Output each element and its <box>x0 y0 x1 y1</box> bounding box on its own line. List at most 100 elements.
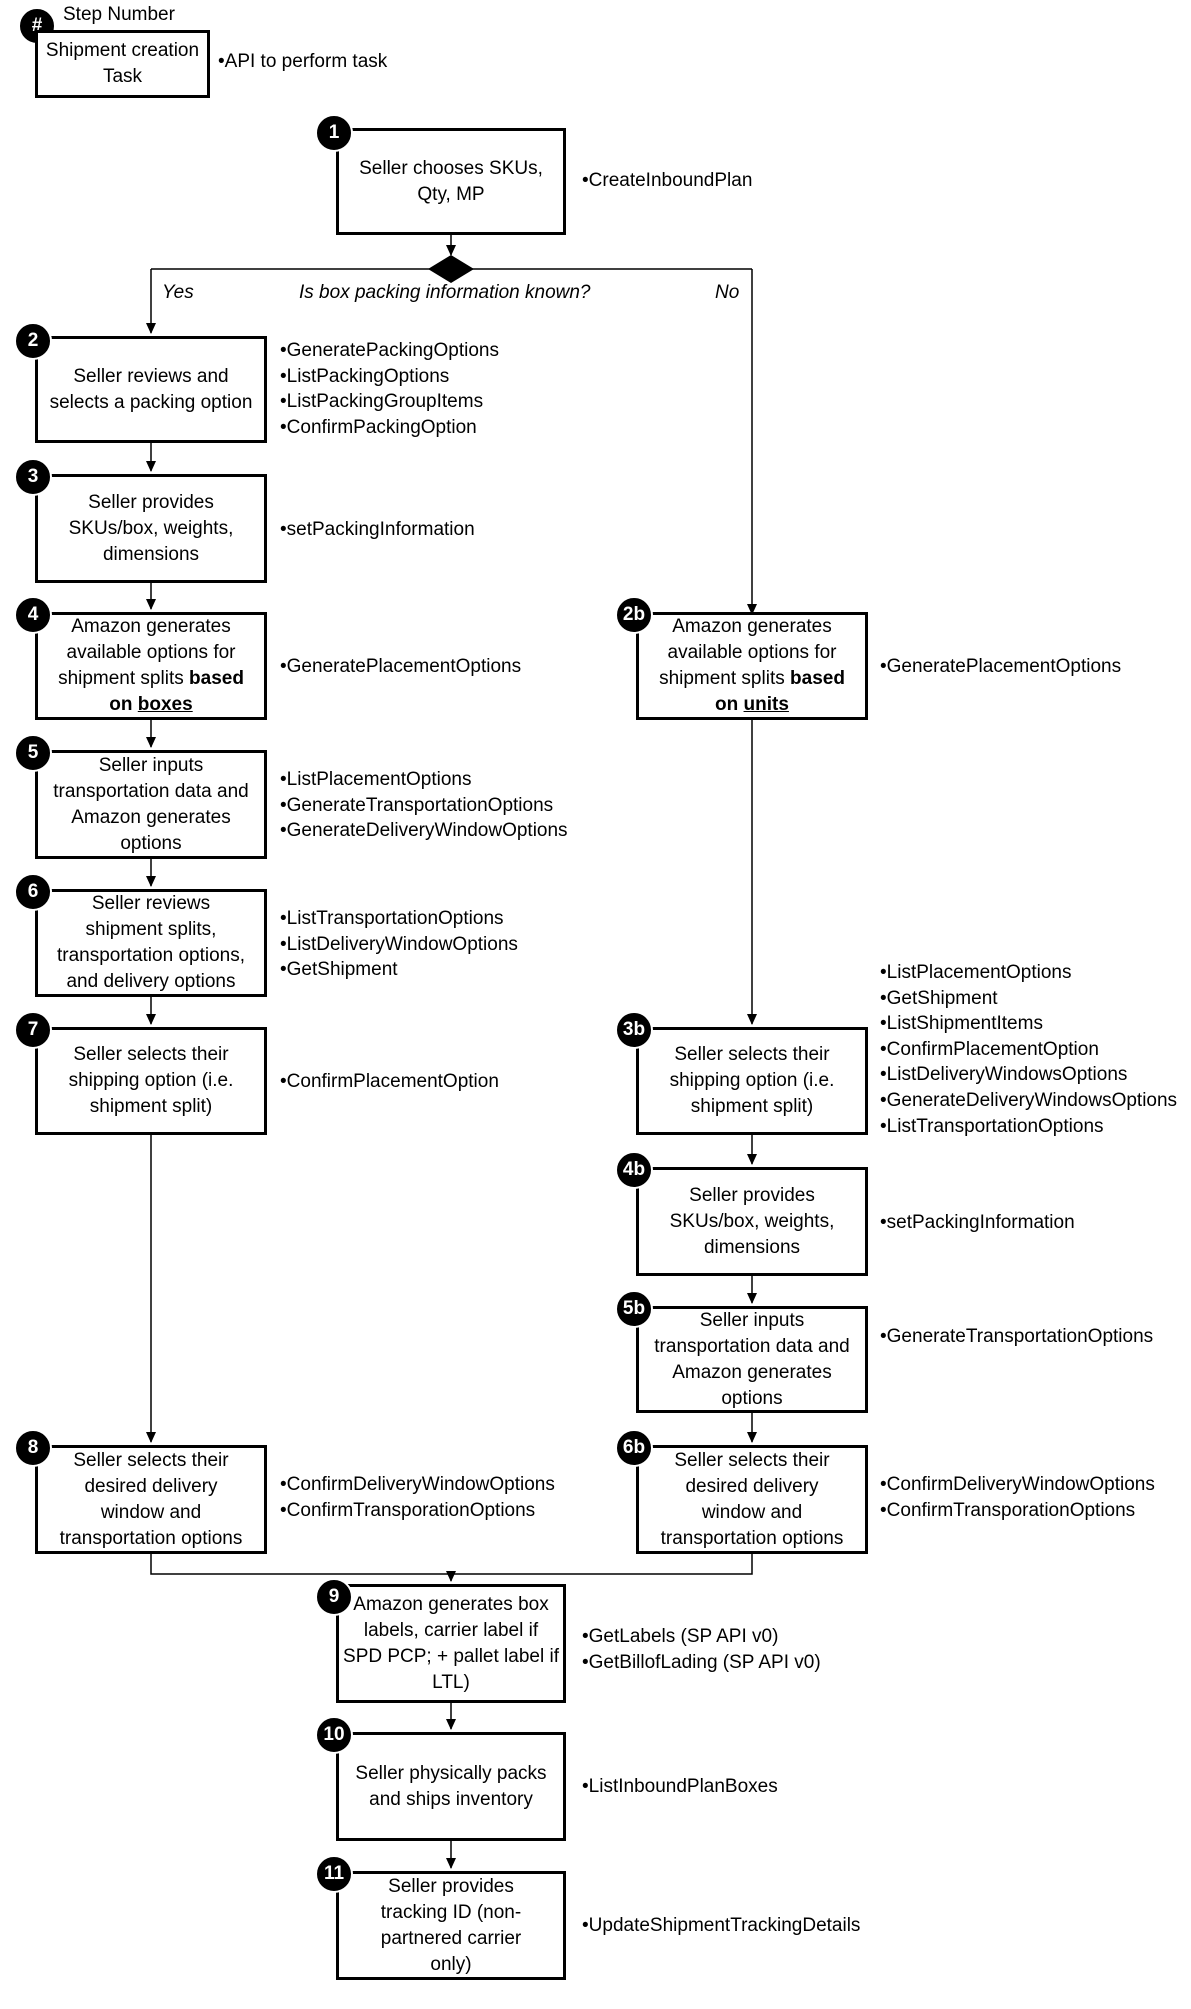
api-item: GetShipment <box>880 986 1177 1012</box>
api-item: ListPackingOptions <box>280 364 499 390</box>
api-item: ConfirmDeliveryWindowOptions <box>280 1472 555 1498</box>
api-item: GetBillofLading (SP API v0) <box>582 1650 821 1676</box>
api-item: CreateInboundPlan <box>582 168 753 194</box>
step-badge-2b: 2b <box>615 596 653 634</box>
decision-yes-label: Yes <box>162 282 194 303</box>
api-list-3b: ListPlacementOptionsGetShipmentListShipm… <box>880 960 1177 1139</box>
step-badge-5: 5 <box>14 734 52 772</box>
api-item: ConfirmPlacementOption <box>880 1037 1177 1063</box>
decision-no-label: No <box>715 282 740 303</box>
api-item: GenerateDeliveryWindowsOptions <box>880 1088 1177 1114</box>
api-list-11: UpdateShipmentTrackingDetails <box>582 1913 861 1939</box>
step-badge-1: 1 <box>315 114 353 152</box>
api-item: ConfirmDeliveryWindowOptions <box>880 1472 1155 1498</box>
api-list-7: ConfirmPlacementOption <box>280 1069 499 1095</box>
api-item: GenerateTransportationOptions <box>280 793 568 819</box>
step-badge-5b: 5b <box>615 1290 653 1328</box>
api-list-2b: GeneratePlacementOptions <box>880 654 1121 680</box>
api-item: GetShipment <box>280 957 518 983</box>
api-item: GenerateDeliveryWindowOptions <box>280 818 568 844</box>
step-badge-6b: 6b <box>615 1429 653 1467</box>
api-item: ListShipmentItems <box>880 1011 1177 1037</box>
api-item: ListTransportationOptions <box>280 906 518 932</box>
legend-step-label: Step Number <box>63 4 175 25</box>
merge-line <box>150 1554 753 1575</box>
api-list-5: ListPlacementOptionsGenerateTransportati… <box>280 767 568 844</box>
step-badge-3b: 3b <box>615 1011 653 1049</box>
api-item: ConfirmTransporationOptions <box>280 1498 555 1524</box>
decision-question: Is box packing information known? <box>299 282 591 303</box>
api-item: ListDeliveryWindowOptions <box>280 932 518 958</box>
step-badge-8: 8 <box>14 1429 52 1467</box>
api-list-2: GeneratePackingOptionsListPackingOptions… <box>280 338 499 440</box>
api-item: GeneratePackingOptions <box>280 338 499 364</box>
api-list-4b: setPackingInformation <box>880 1210 1075 1236</box>
legend-task-label: Shipment creation Task <box>45 40 200 87</box>
api-item: UpdateShipmentTrackingDetails <box>582 1913 861 1939</box>
step-badge-6: 6 <box>14 873 52 911</box>
api-item: GeneratePlacementOptions <box>280 654 521 680</box>
api-list-8: ConfirmDeliveryWindowOptionsConfirmTrans… <box>280 1472 555 1523</box>
step-badge-10: 10 <box>315 1716 353 1754</box>
step-badge-7: 7 <box>14 1011 52 1049</box>
api-item: ListDeliveryWindowsOptions <box>880 1062 1177 1088</box>
api-list-9: GetLabels (SP API v0)GetBillofLading (SP… <box>582 1624 821 1675</box>
api-list-3: setPackingInformation <box>280 517 475 543</box>
api-item: setPackingInformation <box>280 517 475 543</box>
api-item: GeneratePlacementOptions <box>880 654 1121 680</box>
step-badge-11: 11 <box>315 1855 353 1893</box>
decision-diamond <box>428 255 474 283</box>
api-list-5b: GenerateTransportationOptions <box>880 1324 1154 1350</box>
api-item: ListPlacementOptions <box>280 767 568 793</box>
step-badge-3: 3 <box>14 458 52 496</box>
api-item: ListInboundPlanBoxes <box>582 1774 778 1800</box>
step-badge-9: 9 <box>315 1578 353 1616</box>
step-box-1: Seller chooses SKUs,Qty, MP <box>336 128 566 235</box>
api-item: ConfirmPackingOption <box>280 415 499 441</box>
api-list-10: ListInboundPlanBoxes <box>582 1774 778 1800</box>
api-item: ConfirmTransporationOptions <box>880 1498 1155 1524</box>
step-badge-4b: 4b <box>615 1151 653 1189</box>
api-list-6: ListTransportationOptionsListDeliveryWin… <box>280 906 518 983</box>
api-item: ListTransportationOptions <box>880 1114 1177 1140</box>
step-badge-2: 2 <box>14 322 52 360</box>
step-badge-4: 4 <box>14 596 52 634</box>
step-text-1: Seller chooses SKUs,Qty, MP <box>359 157 543 205</box>
api-list-4: GeneratePlacementOptions <box>280 654 521 680</box>
legend-api-label: •API to perform task <box>218 51 388 72</box>
api-item: setPackingInformation <box>880 1210 1075 1236</box>
api-item: ConfirmPlacementOption <box>280 1069 499 1095</box>
api-item: GenerateTransportationOptions <box>880 1324 1154 1350</box>
api-item: ListPlacementOptions <box>880 960 1177 986</box>
api-item: ListPackingGroupItems <box>280 389 499 415</box>
api-item: GetLabels (SP API v0) <box>582 1624 821 1650</box>
